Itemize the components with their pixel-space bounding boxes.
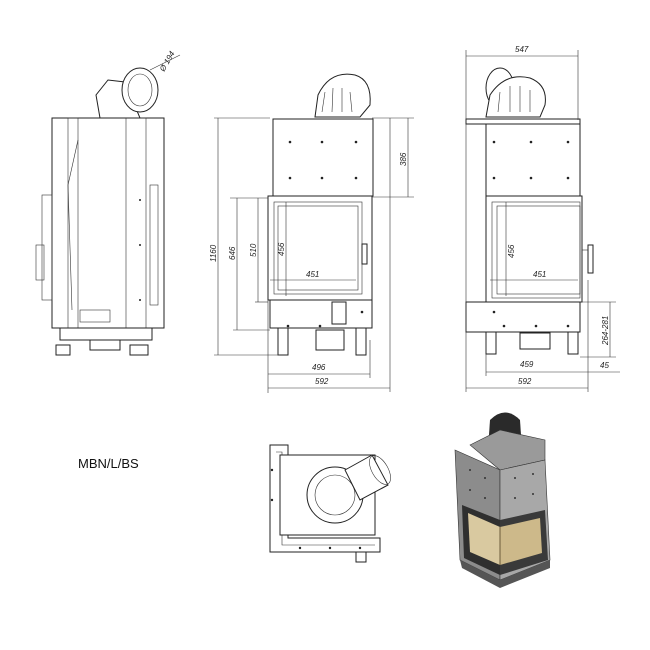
dim-1160: 1160 bbox=[209, 244, 218, 262]
dim-459: 459 bbox=[520, 360, 534, 369]
dim-45: 45 bbox=[600, 361, 609, 370]
dim-547: 547 bbox=[515, 45, 529, 54]
dim-456-front: 456 bbox=[277, 242, 286, 256]
dim-451-front: 451 bbox=[306, 270, 319, 279]
dim-386: 386 bbox=[399, 152, 408, 166]
dim-646: 646 bbox=[228, 246, 237, 260]
model-label: MBN/L/BS bbox=[78, 456, 139, 471]
dim-510: 510 bbox=[249, 243, 258, 257]
front-view: 1160 646 510 456 451 386 496 592 bbox=[209, 73, 414, 393]
dim-592-right: 592 bbox=[518, 377, 532, 386]
pipe-diameter-label: Ø 194 bbox=[157, 49, 176, 74]
dim-264-281: 264-281 bbox=[601, 316, 610, 346]
top-view bbox=[269, 444, 391, 563]
dim-592-front: 592 bbox=[315, 377, 329, 386]
dim-496: 496 bbox=[312, 363, 326, 372]
render-3d bbox=[454, 412, 551, 588]
right-view: 547 459 592 264-281 45 456 451 bbox=[465, 45, 620, 392]
dim-456-right: 456 bbox=[507, 244, 516, 258]
side-view: Ø 194 bbox=[35, 49, 181, 356]
dim-451-right: 451 bbox=[533, 270, 546, 279]
